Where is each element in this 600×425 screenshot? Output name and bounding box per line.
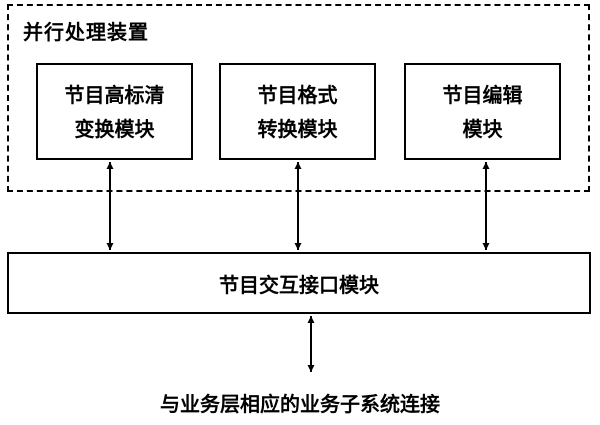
module-label-line2: 转换模块 [257, 116, 338, 141]
module-label-line1: 节目格式 [257, 82, 338, 107]
program-editing-module: 节目编辑 模块 [404, 63, 561, 160]
subsystem-connection-label: 与业务层相应的业务子系统连接 [160, 392, 440, 416]
interface-label: 节目交互接口模块 [219, 272, 379, 297]
module-label-line2: 变换模块 [74, 116, 155, 141]
module-label-line1: 节目高标清 [64, 82, 165, 107]
hd-sd-conversion-module: 节目高标清 变换模块 [36, 63, 193, 160]
interaction-interface-module: 节目交互接口模块 [7, 252, 591, 314]
module-label-line1: 节目编辑 [442, 82, 523, 107]
module-label-line2: 模块 [462, 116, 503, 141]
format-conversion-module: 节目格式 转换模块 [219, 63, 376, 160]
group-title: 并行处理装置 [23, 20, 149, 44]
